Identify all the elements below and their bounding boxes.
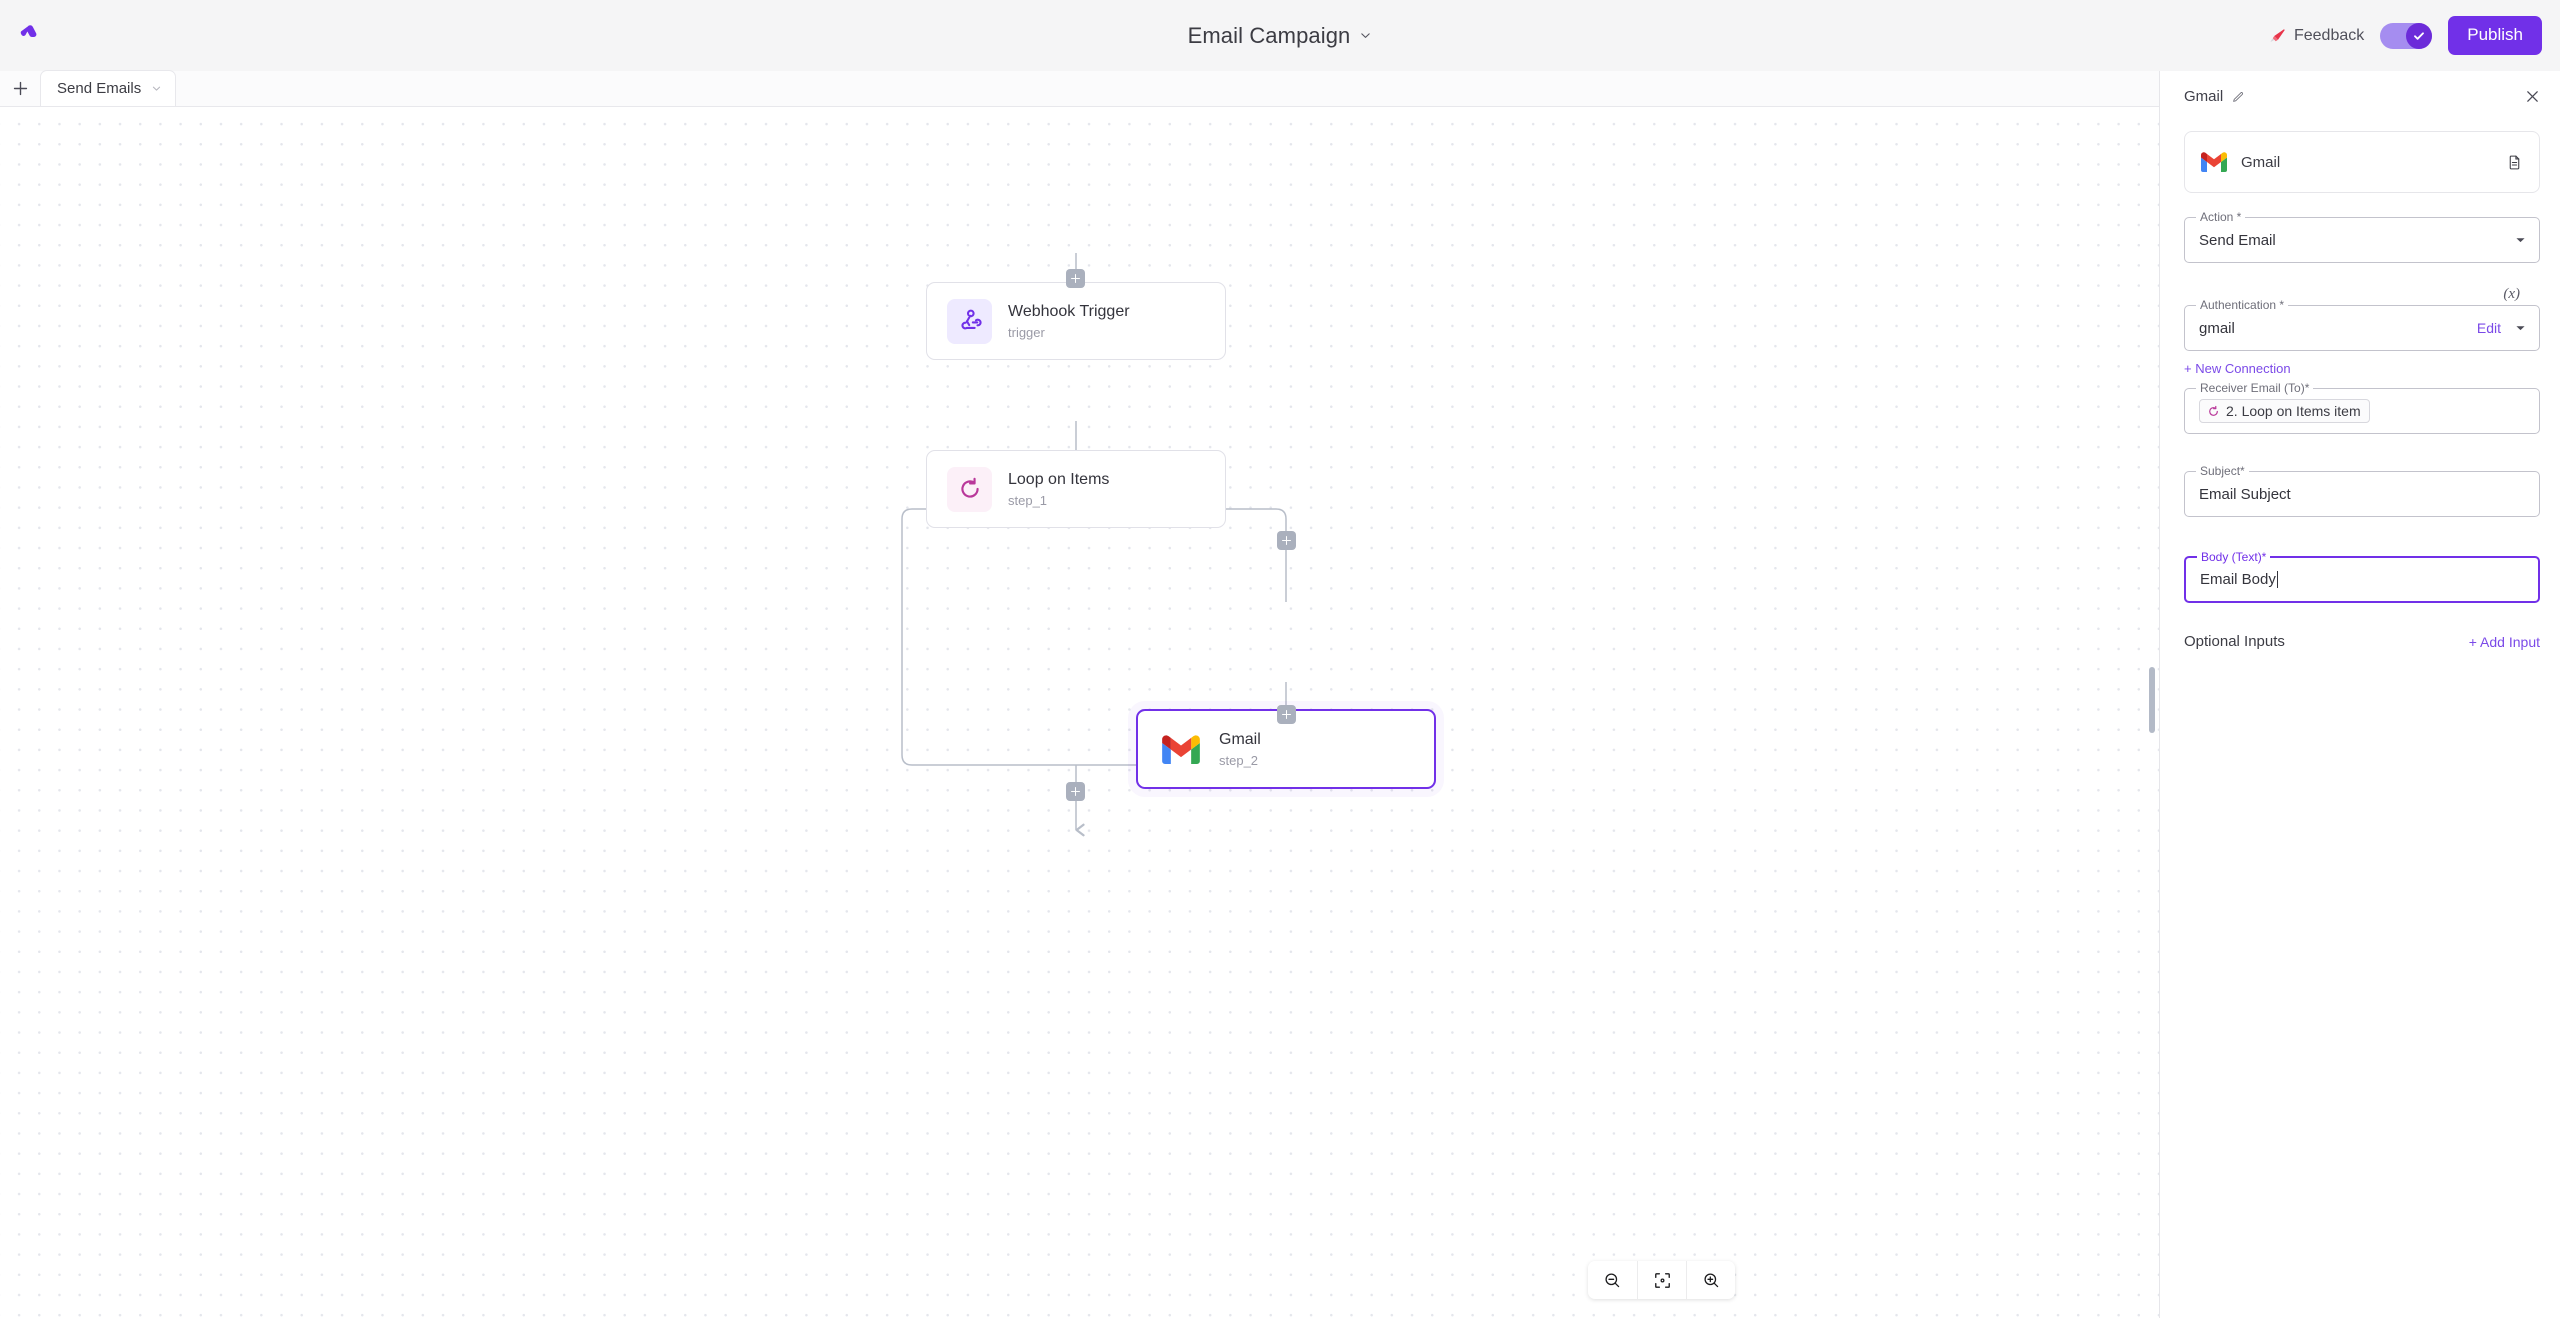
toggle-knob [2406, 22, 2433, 49]
authentication-value: gmail [2199, 319, 2235, 337]
node-subtitle: trigger [1008, 324, 1045, 340]
focus-frame-icon [1654, 1272, 1670, 1288]
pencil-icon[interactable] [2232, 90, 2245, 103]
node-icon-wrapper [947, 298, 992, 344]
add-input-button[interactable]: + Add Input [2468, 633, 2540, 650]
subject-field-wrap: Subject* Email Subject [2184, 464, 2540, 517]
body-text-input[interactable]: Body (Text)* Email Body [2184, 550, 2540, 603]
variable-chip-label: 2. Loop on Items item [2226, 403, 2361, 419]
panel-title: Gmail [2184, 87, 2224, 105]
action-field-wrap: Action * Send Email [2184, 210, 2540, 263]
add-step-button[interactable] [1066, 269, 1085, 288]
panel-header-left: Gmail [2184, 88, 2245, 105]
subject-label: Subject* [2196, 464, 2249, 478]
edit-connection-link[interactable]: Edit [2476, 320, 2501, 336]
node-text: Webhook Trigger trigger [1008, 303, 1130, 340]
loop-icon [2209, 405, 2218, 416]
add-step-button[interactable] [1277, 705, 1296, 724]
magnifier-plus-icon [1703, 1272, 1718, 1287]
app-logo[interactable] [0, 0, 56, 71]
add-tab-button[interactable] [0, 70, 40, 106]
node-icon-wrapper [1158, 727, 1203, 772]
panel-header: Gmail [2160, 71, 2560, 121]
body-value: Email Body [2200, 571, 2276, 588]
piece-card: Gmail [2184, 131, 2540, 193]
optional-inputs-row: Optional Inputs + Add Input [2184, 633, 2540, 650]
action-label: Action * [2196, 210, 2246, 224]
body-label: Body (Text)* [2197, 550, 2271, 564]
node-subtitle: step_1 [1008, 492, 1048, 508]
publish-toggle[interactable] [2380, 22, 2433, 49]
chevron-down-icon[interactable] [2514, 234, 2527, 247]
authentication-select[interactable]: Authentication * gmail Edit [2184, 298, 2540, 351]
flow-canvas[interactable]: Webhook Trigger trigger Loop on Items st… [0, 107, 2159, 1318]
node-icon-wrapper [947, 466, 992, 512]
gmail-icon [2201, 152, 2227, 172]
canvas-scrollbar[interactable] [2149, 667, 2155, 733]
node-title: Gmail [1219, 730, 1261, 748]
feedback-button[interactable]: Feedback [2269, 27, 2364, 45]
chevron-down-icon[interactable] [2514, 322, 2527, 335]
body-field-wrap: Body (Text)* Email Body [2184, 550, 2540, 603]
top-bar: Email Campaign Feedback Publish [0, 0, 2560, 71]
node-text: Loop on Items step_1 [1008, 471, 1109, 508]
chevron-down-icon[interactable] [151, 83, 162, 94]
authentication-field-wrap: (x) Authentication * gmail Edit [2184, 286, 2540, 351]
piece-name: Gmail [2241, 153, 2281, 171]
activepieces-logo-icon [20, 24, 37, 37]
page-title[interactable]: Email Campaign [1187, 22, 1351, 48]
flow-node-loop-on-items[interactable]: Loop on Items step_1 [926, 450, 1226, 528]
magnifier-minus-icon [1605, 1272, 1620, 1287]
new-connection-link[interactable]: + New Connection [2184, 361, 2291, 376]
flow-title-group: Email Campaign [0, 0, 2560, 71]
add-step-button[interactable] [1066, 782, 1085, 801]
fit-view-button[interactable] [1637, 1261, 1686, 1299]
variable-chip[interactable]: 2. Loop on Items item [2199, 399, 2370, 423]
document-icon[interactable] [2506, 154, 2523, 171]
receiver-email-input[interactable]: Receiver Email (To)* 2. Loop on Items it… [2184, 381, 2540, 434]
authentication-label: Authentication * [2196, 298, 2289, 312]
chevron-down-icon[interactable] [1359, 29, 1372, 42]
top-bar-actions: Feedback Publish [2269, 0, 2542, 71]
subject-input[interactable]: Subject* Email Subject [2184, 464, 2540, 517]
step-settings-panel: Gmail Gmail Acti [2159, 71, 2560, 1318]
subject-value: Email Subject [2199, 485, 2291, 503]
megaphone-icon [2270, 28, 2285, 42]
zoom-out-button[interactable] [1588, 1261, 1637, 1299]
loop-icon [960, 477, 979, 498]
action-select[interactable]: Action * Send Email [2184, 210, 2540, 263]
optional-inputs-label: Optional Inputs [2184, 633, 2285, 650]
node-text: Gmail step_2 [1219, 731, 1261, 768]
insert-variable-button[interactable]: (x) [2503, 286, 2520, 302]
action-value: Send Email [2199, 231, 2276, 249]
check-icon [2414, 31, 2425, 40]
canvas-zoom-controls [1588, 1261, 1735, 1299]
text-cursor [2276, 571, 2278, 588]
webhook-icon [960, 309, 982, 330]
feedback-label: Feedback [2293, 26, 2365, 44]
add-step-button[interactable] [1277, 531, 1296, 550]
gmail-icon [1161, 734, 1200, 764]
node-subtitle: step_2 [1219, 752, 1259, 768]
node-title: Webhook Trigger [1008, 302, 1130, 320]
flow-node-webhook-trigger[interactable]: Webhook Trigger trigger [926, 282, 1226, 360]
tab-send-emails[interactable]: Send Emails [40, 70, 177, 106]
receiver-field-wrap: Receiver Email (To)* 2. Loop on Items it… [2184, 381, 2540, 434]
plus-icon [13, 81, 27, 95]
publish-button[interactable]: Publish [2448, 16, 2542, 55]
zoom-in-button[interactable] [1686, 1261, 1735, 1299]
receiver-email-label: Receiver Email (To)* [2196, 381, 2314, 395]
close-icon[interactable] [2525, 89, 2540, 104]
tab-label: Send Emails [57, 80, 142, 97]
node-title: Loop on Items [1008, 470, 1110, 488]
flow-tab-bar: Send Emails [0, 70, 2159, 107]
